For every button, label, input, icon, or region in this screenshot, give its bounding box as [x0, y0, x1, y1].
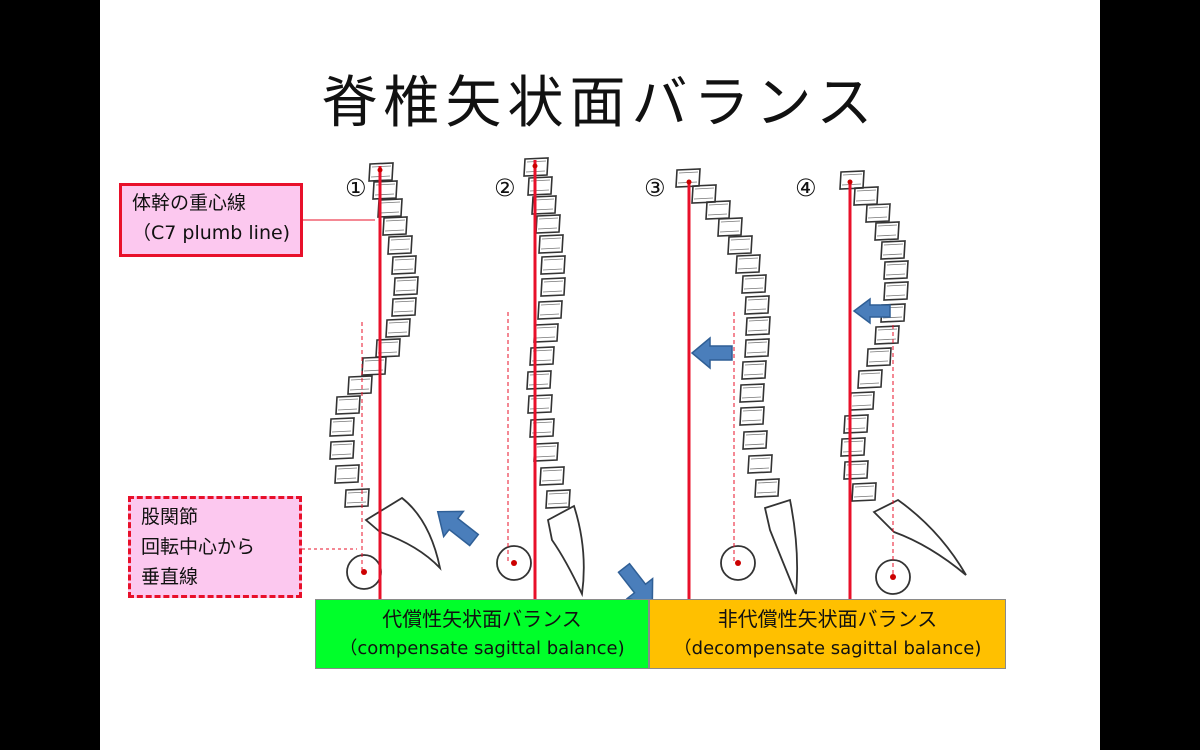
arrow-left-4 — [852, 297, 891, 325]
spine-4 — [839, 170, 967, 600]
decompensate-label-sub: （decompensate sagittal balance) — [673, 638, 982, 659]
compensate-label-sub: （compensate sagittal balance) — [339, 638, 625, 659]
number-4: ④ — [795, 174, 817, 202]
decompensate-label-main: 非代償性矢状面バランス — [717, 607, 938, 631]
number-2: ② — [494, 174, 516, 202]
spine-2 — [496, 157, 585, 600]
hip-line-label-1: 股関節 — [141, 506, 199, 528]
arrow-tilt-up-left — [436, 510, 480, 547]
number-1: ① — [345, 174, 367, 202]
arrow-tilt-down-right — [617, 562, 654, 606]
plumb-line-label: 体幹の重心線 （C7 plumb line) — [119, 183, 303, 257]
arrow-left-3 — [690, 336, 733, 370]
plumb-line-label-main: 体幹の重心線 — [132, 192, 247, 214]
plumb-line-label-sub: （C7 plumb line) — [132, 222, 291, 244]
decompensate-label: 非代償性矢状面バランス （decompensate sagittal balan… — [649, 599, 1006, 669]
compensate-label-main: 代償性矢状面バランス — [382, 607, 582, 631]
spine-1 — [329, 162, 442, 600]
compensate-label: 代償性矢状面バランス （compensate sagittal balance) — [315, 599, 649, 669]
hip-line-label-2: 回転中心から — [141, 536, 256, 558]
slide-title: 脊椎矢状面バランス — [321, 71, 879, 136]
hip-line-label: 股関節 回転中心から 垂直線 — [128, 496, 302, 598]
number-3: ③ — [644, 174, 666, 202]
hip-line-label-3: 垂直線 — [141, 566, 199, 588]
spine-3 — [675, 168, 799, 600]
